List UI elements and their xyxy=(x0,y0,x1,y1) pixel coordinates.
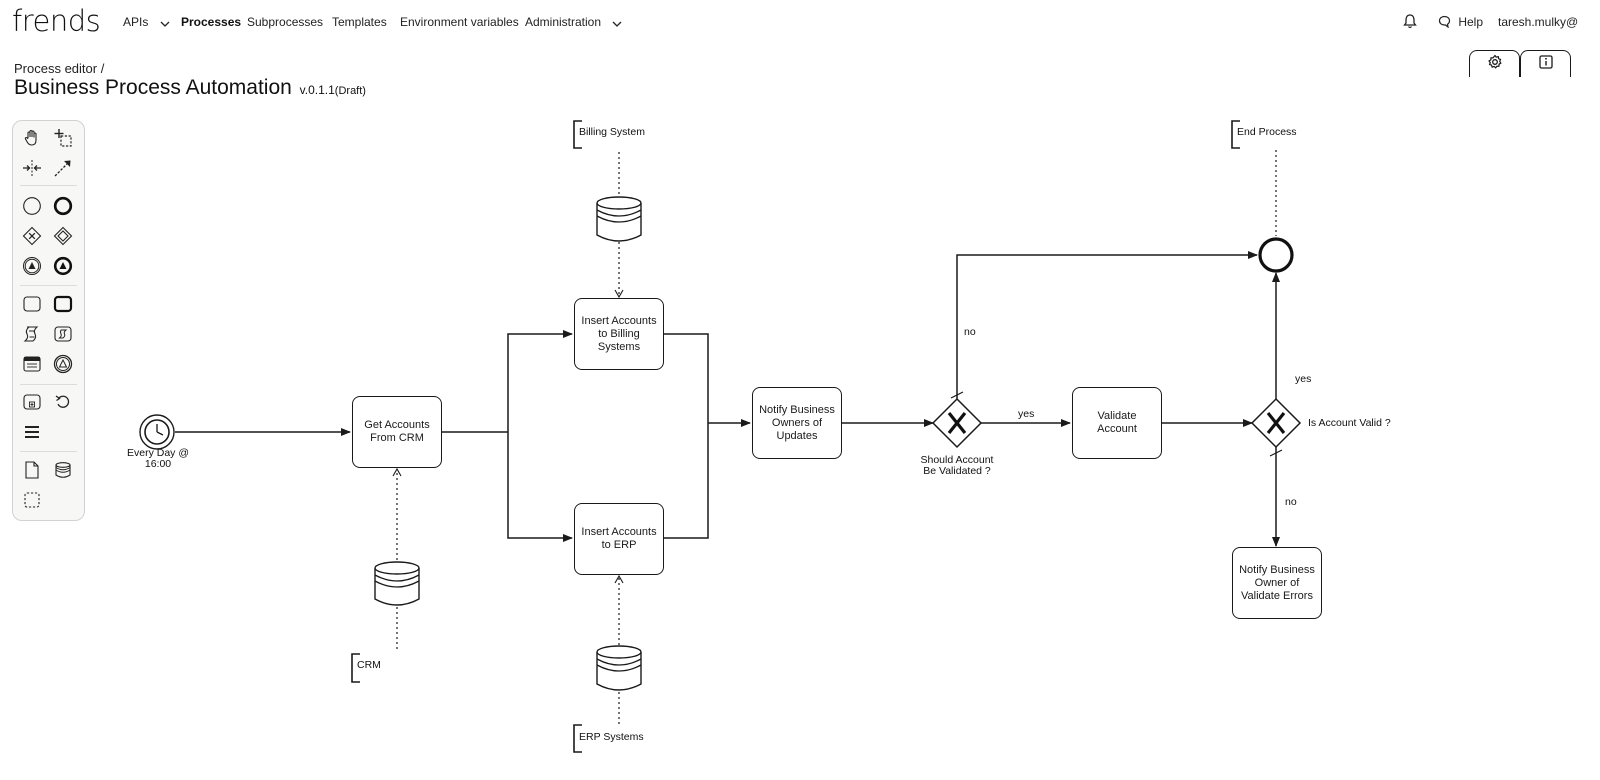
timer-start-event[interactable] xyxy=(139,414,175,450)
gateway-should-validate-line1: Should Account xyxy=(920,454,994,466)
data-store-erp[interactable] xyxy=(596,645,642,691)
task-icon[interactable] xyxy=(20,292,44,316)
data-object-icon[interactable] xyxy=(20,458,44,482)
exclusive-gateway-icon[interactable] xyxy=(20,224,44,248)
task-validate-account[interactable]: Validate Account xyxy=(1072,387,1162,459)
flow-no-to-end[interactable] xyxy=(956,251,1258,399)
user-task-icon[interactable] xyxy=(20,352,44,376)
breadcrumb[interactable]: Process editor / xyxy=(14,61,105,76)
gateway-is-valid-label: Is Account Valid ? xyxy=(1308,417,1391,429)
start-event-icon[interactable] xyxy=(20,194,44,218)
chevron-down-icon xyxy=(612,16,622,30)
loop-icon[interactable] xyxy=(51,390,75,414)
nav-item-processes[interactable]: Processes xyxy=(181,15,242,29)
lasso-tool-icon[interactable] xyxy=(51,126,75,150)
gateway-icon[interactable] xyxy=(51,224,75,248)
palette-divider xyxy=(20,185,77,186)
signal-event-icon[interactable] xyxy=(51,352,75,376)
flow-label-yes: yes xyxy=(1295,373,1312,385)
task-notify-owners-updates[interactable]: Notify Business Owners of Updates xyxy=(752,387,842,459)
frends-logo[interactable]: frends xyxy=(12,4,101,38)
tool-palette xyxy=(12,120,85,521)
subprocess-task-icon[interactable] xyxy=(51,322,75,346)
hand-tool-icon[interactable] xyxy=(20,126,44,150)
flow-label-yes: yes xyxy=(1018,408,1035,420)
process-name: Business Process Automation xyxy=(14,76,292,99)
annotation-bracket-crm[interactable] xyxy=(351,653,360,683)
default-flow-marker xyxy=(1269,449,1283,457)
help-link[interactable]: Help xyxy=(1438,15,1483,31)
space-tool-icon[interactable] xyxy=(20,156,44,180)
exclusive-gateway-is-valid[interactable] xyxy=(1250,397,1302,449)
flow-to-billing[interactable] xyxy=(507,330,573,432)
task-insert-accounts-billing[interactable]: Insert Accounts to Billing Systems xyxy=(574,298,664,370)
start-event-label-line1: Every Day @ xyxy=(126,447,189,459)
exclusive-gateway-should-validate[interactable] xyxy=(931,397,983,449)
call-activity-icon[interactable] xyxy=(51,292,75,316)
collapsed-subprocess-icon[interactable] xyxy=(20,390,44,414)
nav-item-subprocesses[interactable]: Subprocesses xyxy=(247,15,324,29)
flow-to-erp[interactable] xyxy=(507,432,573,542)
nav-item-environment-variables[interactable]: Environment variables xyxy=(400,15,519,29)
task-get-accounts-from-crm[interactable]: Get Accounts From CRM xyxy=(352,396,442,468)
start-event-label: Every Day @ 16:00 xyxy=(118,448,198,470)
group-icon[interactable] xyxy=(20,488,44,512)
annotation-bracket-billing[interactable] xyxy=(573,120,582,149)
flow-label-no: no xyxy=(1285,496,1297,508)
task-notify-owner-validate-errors[interactable]: Notify Business Owner of Validate Errors xyxy=(1232,547,1322,619)
top-nav: frends APIs Processes Subprocesses Templ… xyxy=(0,0,1600,44)
data-store-billing[interactable] xyxy=(596,196,642,242)
global-connect-icon[interactable] xyxy=(51,156,75,180)
annotation-crm[interactable]: CRM xyxy=(357,659,381,671)
task-insert-accounts-erp[interactable]: Insert Accounts to ERP xyxy=(574,503,664,575)
annotation-end-process[interactable]: End Process xyxy=(1237,126,1297,138)
gateway-should-validate-line2: Be Validated ? xyxy=(923,465,991,477)
intermediate-throw-event-icon[interactable] xyxy=(20,254,44,278)
data-store-icon[interactable] xyxy=(51,458,75,482)
flow-label-no: no xyxy=(964,326,976,338)
chevron-down-icon xyxy=(160,16,170,30)
intermediate-end-event-icon[interactable] xyxy=(51,254,75,278)
annotation-erp-systems[interactable]: ERP Systems xyxy=(579,731,644,743)
annotation-billing-system[interactable]: Billing System xyxy=(579,126,645,138)
nav-item-apis[interactable]: APIs xyxy=(123,15,170,30)
process-version: v.0.1.1 xyxy=(299,83,335,97)
data-store-crm[interactable] xyxy=(374,561,420,606)
flow-billing-join[interactable] xyxy=(663,333,709,423)
info-icon xyxy=(1538,54,1553,74)
settings-button[interactable] xyxy=(1469,50,1520,77)
default-flow-marker xyxy=(950,391,964,399)
start-event-label-line2: 16:00 xyxy=(144,458,172,470)
end-event-icon[interactable] xyxy=(51,194,75,218)
help-label: Help xyxy=(1458,15,1484,29)
flow-erp-join[interactable] xyxy=(663,423,709,539)
annotation-bracket-erp[interactable] xyxy=(573,724,582,753)
info-button[interactable] xyxy=(1520,50,1571,77)
process-status: (Draft) xyxy=(334,85,366,97)
nav-item-administration-label: Administration xyxy=(525,15,602,29)
bell-icon[interactable] xyxy=(1403,13,1417,32)
menu-icon[interactable] xyxy=(20,420,44,444)
gateway-should-validate-label: Should Account Be Validated ? xyxy=(912,455,1002,477)
nav-item-administration[interactable]: Administration xyxy=(525,15,622,30)
palette-divider xyxy=(20,451,77,452)
annotation-bracket-end[interactable] xyxy=(1231,120,1240,149)
end-event[interactable] xyxy=(1258,237,1294,273)
nav-item-apis-label: APIs xyxy=(123,15,149,29)
gear-icon xyxy=(1487,54,1503,75)
user-menu[interactable]: taresh.mulky@ xyxy=(1498,15,1579,29)
page-title: Business Process Automation v.0.1.1(Draf… xyxy=(14,76,366,100)
script-task-icon[interactable] xyxy=(20,322,44,346)
help-icon xyxy=(1438,15,1451,31)
nav-item-templates[interactable]: Templates xyxy=(332,15,387,29)
palette-divider xyxy=(20,285,77,286)
palette-divider xyxy=(20,384,77,385)
